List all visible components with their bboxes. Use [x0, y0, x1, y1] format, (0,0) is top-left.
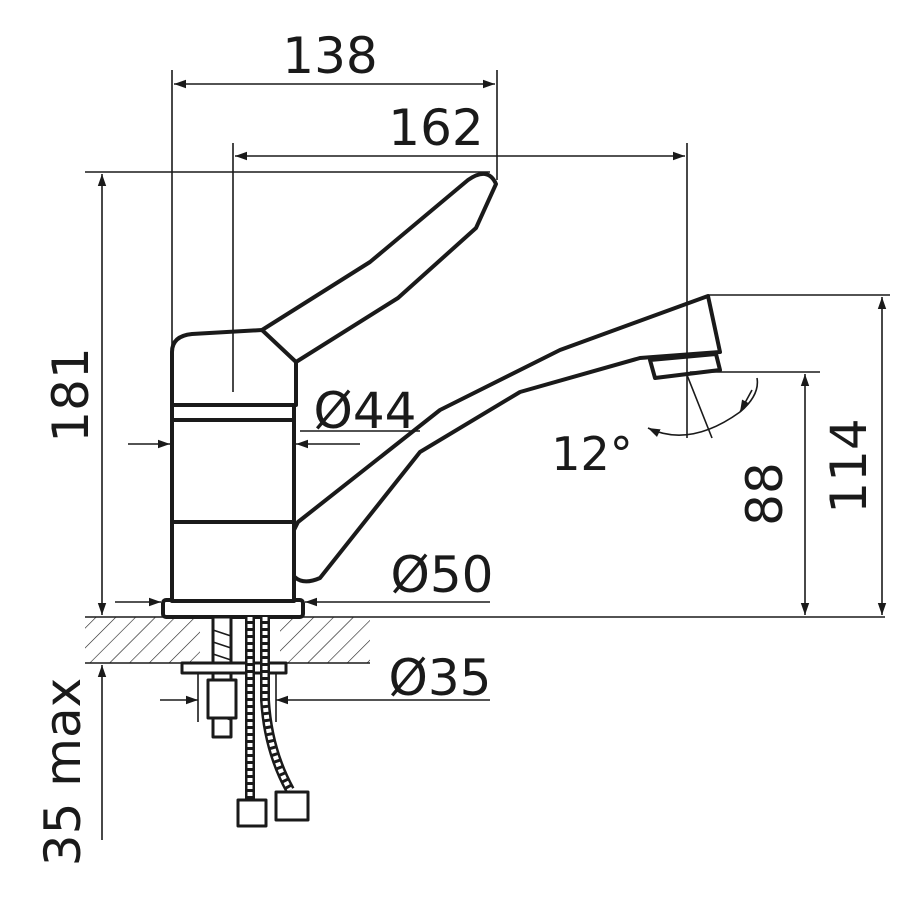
dim-o44-label: Ø44: [314, 382, 417, 440]
dimension-lines: [97, 79, 887, 840]
aerator: [648, 352, 722, 380]
dim-162-label: 162: [388, 99, 483, 157]
dim-12deg-label: 12°: [551, 427, 633, 481]
lever-handle: [260, 172, 498, 364]
dimension-labels: 138 162 181 Ø44 Ø50 Ø35 114 88 12° 35 ma…: [34, 27, 878, 866]
dim-138-label: 138: [282, 27, 377, 85]
dim-181-label: 181: [42, 347, 100, 442]
faucet-body: [161, 172, 722, 828]
supply-hoses: [236, 617, 310, 828]
main-cylinder: [170, 403, 296, 603]
dim-o50-label: Ø50: [391, 546, 494, 604]
dim-88-label: 88: [736, 462, 794, 526]
extension-lines: [85, 70, 890, 439]
mounting-stud: [180, 615, 288, 739]
dim-35max-label: 35 max: [34, 678, 92, 866]
dim-114-label: 114: [820, 418, 878, 513]
dim-o35-label: Ø35: [389, 649, 492, 707]
